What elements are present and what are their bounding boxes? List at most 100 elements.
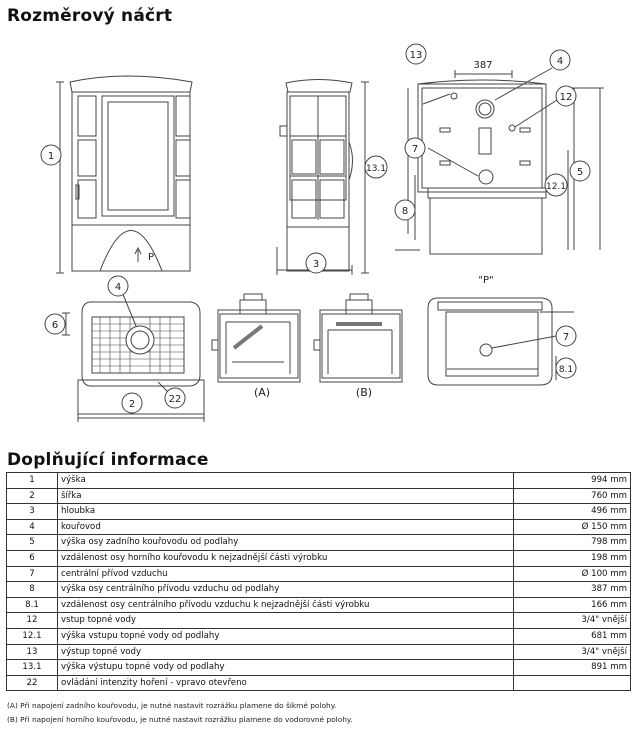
table-cell-value: 198 mm — [513, 549, 631, 567]
side-view — [276, 79, 369, 275]
table-cell-desc: výstup topné vody — [57, 643, 514, 661]
callout-12-1 — [544, 173, 568, 197]
label-12: 12 — [560, 92, 573, 103]
front-view — [56, 75, 193, 274]
table-cell-desc: výška — [57, 472, 514, 489]
table-cell-id: 7 — [6, 565, 58, 583]
dimension-drawing: 1 8 13.1 3 13 387 4 12 7 5 12.1 P "P" 4 … — [40, 43, 604, 422]
table-cell-desc: výška vstupu topné vody od podlahy — [57, 627, 514, 645]
note-b: (B) Při napojení horního kouřovodu, je n… — [7, 715, 353, 724]
table-cell-id: 1 — [6, 472, 58, 489]
view-p — [427, 297, 574, 386]
info-title: Doplňující informace — [7, 450, 209, 470]
table-cell-desc: vzdálenost osy centrálního přívodu vzduc… — [57, 596, 514, 614]
label-12-1: 12.1 — [546, 182, 566, 192]
table-cell-value: Ø 100 mm — [513, 565, 631, 583]
table-cell-id: 5 — [6, 534, 58, 551]
table-cell-id: 3 — [6, 503, 58, 520]
callout-7-rear — [404, 137, 426, 159]
table-cell-desc: kouřovod — [57, 518, 514, 536]
table-cell-id: 12 — [6, 612, 58, 629]
callout-4-rear — [549, 49, 571, 71]
table-cell-value — [513, 674, 631, 692]
table-cell-value: 3/4" vnější — [513, 643, 631, 661]
table-cell-value: 798 mm — [513, 534, 631, 551]
label-13: 13 — [410, 50, 423, 61]
table-cell-desc: šířka — [57, 487, 514, 505]
label-13-1: 13.1 — [366, 164, 386, 174]
table-cell-desc: hloubka — [57, 503, 514, 520]
table-cell-id: 2 — [6, 487, 58, 505]
callout-6 — [44, 313, 66, 335]
callout-4-top — [107, 275, 129, 297]
rear-view — [395, 67, 604, 255]
table-cell-value: 496 mm — [513, 503, 631, 520]
table-cell-value: 166 mm — [513, 596, 631, 614]
label-view-b: (B) — [356, 386, 372, 399]
label-8: 8 — [402, 206, 408, 217]
table-cell-desc: vstup topné vody — [57, 612, 514, 629]
callout-12 — [555, 85, 577, 107]
table-cell-id: 6 — [6, 549, 58, 567]
note-a: (A) Při napojení zadního kouřovodu, je n… — [7, 701, 337, 710]
label-8-1: 8.1 — [559, 365, 573, 375]
table-cell-value: Ø 150 mm — [513, 518, 631, 536]
table-cell-desc: výška osy zadního kouřovodu od podlahy — [57, 534, 514, 551]
notes: (A) Při napojení zadního kouřovodu, je n… — [7, 699, 353, 727]
callout-1 — [40, 144, 62, 166]
callout-2 — [121, 392, 143, 414]
table-cell-value: 891 mm — [513, 659, 631, 676]
table-cell-id: 8 — [6, 581, 58, 598]
callout-13 — [405, 43, 427, 65]
label-387: 387 — [473, 60, 492, 71]
table-cell-id: 4 — [6, 518, 58, 536]
callout-22 — [164, 387, 186, 409]
table-cell-value: 681 mm — [513, 627, 631, 645]
section-a — [211, 293, 301, 383]
table-cell-desc: výška výstupu topné vody od podlahy — [57, 659, 514, 676]
table-cell-id: 13 — [6, 643, 58, 661]
label-2: 2 — [129, 399, 135, 410]
label-4-rear: 4 — [557, 56, 563, 67]
table-cell-desc: centrální přívod vzduchu — [57, 565, 514, 583]
drawing-title: Rozměrový náčrt — [7, 6, 173, 26]
label-view-p: "P" — [478, 275, 493, 286]
table-cell-value: 387 mm — [513, 581, 631, 598]
table-cell-value: 760 mm — [513, 487, 631, 505]
label-3: 3 — [313, 259, 319, 270]
callout-8-1 — [555, 357, 577, 379]
table-cell-id: 8.1 — [6, 596, 58, 614]
label-5: 5 — [577, 167, 583, 178]
label-7-view-p: 7 — [563, 332, 569, 343]
label-6: 6 — [52, 320, 58, 331]
table-cell-desc: vzdálenost osy horního kouřovodu k nejza… — [57, 549, 514, 567]
label-arrow-p: P — [148, 252, 154, 263]
table-cell-id: 13.1 — [6, 659, 58, 676]
table-cell-id: 22 — [6, 674, 58, 692]
top-view — [62, 291, 205, 422]
table-cell-value: 3/4" vnější — [513, 612, 631, 629]
callout-3 — [305, 252, 327, 274]
label-7-rear: 7 — [412, 144, 418, 155]
label-4-top: 4 — [115, 282, 121, 293]
label-view-a: (A) — [254, 386, 270, 399]
callouts — [40, 43, 591, 414]
callout-13-1 — [364, 155, 388, 179]
callout-7-view-p — [555, 325, 577, 347]
callout-8 — [394, 199, 416, 221]
label-1: 1 — [48, 151, 54, 162]
